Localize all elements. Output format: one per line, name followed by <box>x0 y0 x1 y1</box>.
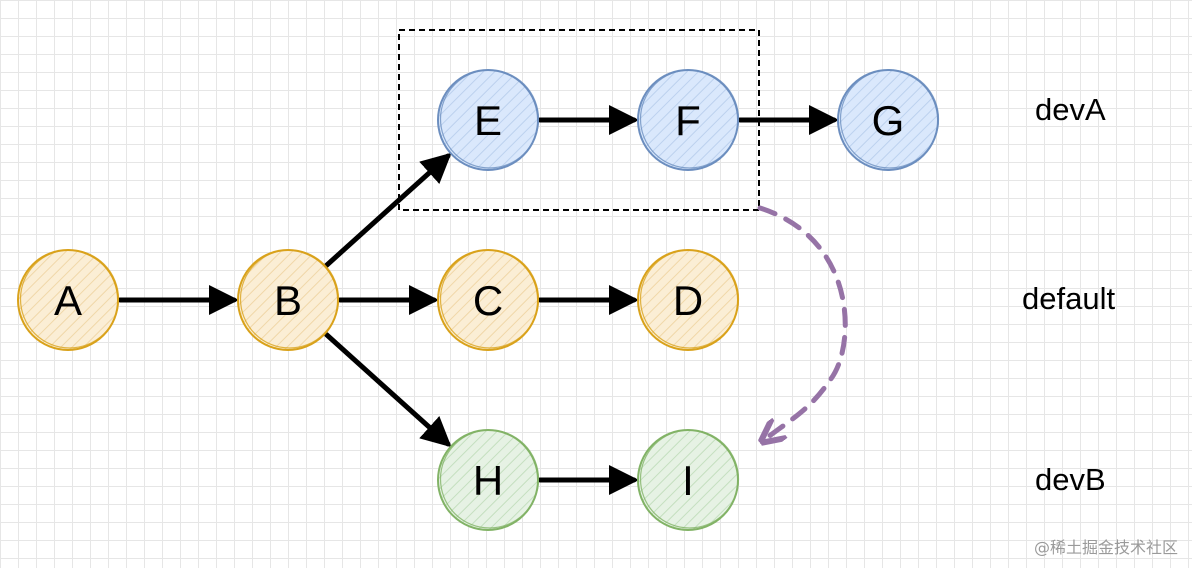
commit-label-G: G <box>872 97 905 144</box>
commit-circle-sketch <box>639 249 740 349</box>
watermark: @稀土掘金技术社区 <box>1033 538 1178 557</box>
commit-circle-sketch <box>439 249 540 349</box>
branch-label-devA: devA <box>1035 92 1106 127</box>
commit-circle-sketch <box>439 69 540 169</box>
commit-node-G: G <box>837 69 940 171</box>
commit-label-B: B <box>274 277 302 324</box>
commit-circle-sketch <box>839 69 940 169</box>
commit-label-H: H <box>473 457 503 504</box>
commit-label-I: I <box>682 457 694 504</box>
commit-label-A: A <box>54 277 82 324</box>
selection-box <box>398 29 760 211</box>
commit-circle-sketch <box>19 249 120 349</box>
commit-node-D: D <box>637 249 740 351</box>
commit-circle-sketch <box>239 249 340 349</box>
commit-label-C: C <box>473 277 503 324</box>
commit-circle-sketch <box>639 69 740 169</box>
commit-node-F: F <box>637 69 740 171</box>
commit-node-E: E <box>437 69 540 171</box>
commit-circle-sketch <box>639 429 740 529</box>
commit-node-I: I <box>637 429 740 531</box>
commit-label-E: E <box>474 97 502 144</box>
commit-label-F: F <box>675 97 701 144</box>
commit-circle-sketch <box>439 429 540 529</box>
commit-node-C: C <box>437 249 540 351</box>
edge-B-E <box>324 152 452 268</box>
edge-B-H <box>324 332 452 448</box>
commit-node-A: A <box>17 249 120 351</box>
branch-label-devB: devB <box>1035 462 1106 497</box>
commit-node-B: B <box>237 249 340 351</box>
branch-label-default: default <box>1022 281 1116 316</box>
move-dashed-arrow <box>760 205 848 440</box>
commit-label-D: D <box>673 277 703 324</box>
commit-node-H: H <box>437 429 540 531</box>
